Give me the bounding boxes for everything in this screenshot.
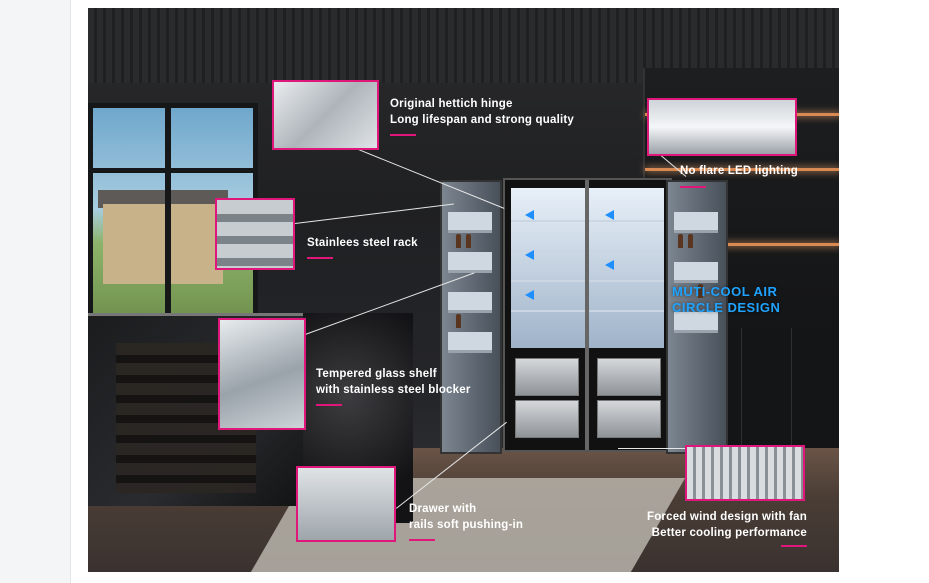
drawer-thumbnail <box>296 466 396 542</box>
fridge-left-door <box>440 180 502 454</box>
fridge-right-door <box>666 180 728 454</box>
air-flow-arrow-icon <box>525 210 534 220</box>
led-label: No flare LED lighting <box>680 165 798 177</box>
fridge-drawer <box>515 400 579 438</box>
fan-vent-thumbnail <box>685 445 805 501</box>
led-light-thumbnail <box>647 98 797 156</box>
glass-shelf-thumbnail <box>218 318 306 430</box>
air-flow-arrow-icon <box>605 210 614 220</box>
hinge-thumbnail <box>272 80 379 150</box>
glass-shelf-label: Tempered glass shelf with stainless stee… <box>316 368 471 396</box>
fridge-drawer <box>597 358 661 396</box>
fridge-drawer <box>597 400 661 438</box>
fridge-drawer <box>515 358 579 396</box>
steel-rack-thumbnail <box>215 198 295 270</box>
multi-cool-air-label: MUTI-COOL AIR CIRCLE DESIGN <box>672 284 781 315</box>
forced-wind-label: Forced wind design with fan Better cooli… <box>646 511 807 539</box>
air-flow-arrow-icon <box>525 250 534 260</box>
product-feature-image: Original hettich hinge Long lifespan and… <box>88 8 839 572</box>
air-flow-arrow-icon <box>605 260 614 270</box>
drawer-label: Drawer with rails soft pushing-in <box>409 503 524 531</box>
hinge-label: Original hettich hinge Long lifespan and… <box>390 98 575 126</box>
refrigerator <box>503 178 672 452</box>
left-sidebar-strip <box>0 0 71 583</box>
air-flow-arrow-icon <box>525 290 534 300</box>
rack-label: Stainlees steel rack <box>307 237 418 249</box>
